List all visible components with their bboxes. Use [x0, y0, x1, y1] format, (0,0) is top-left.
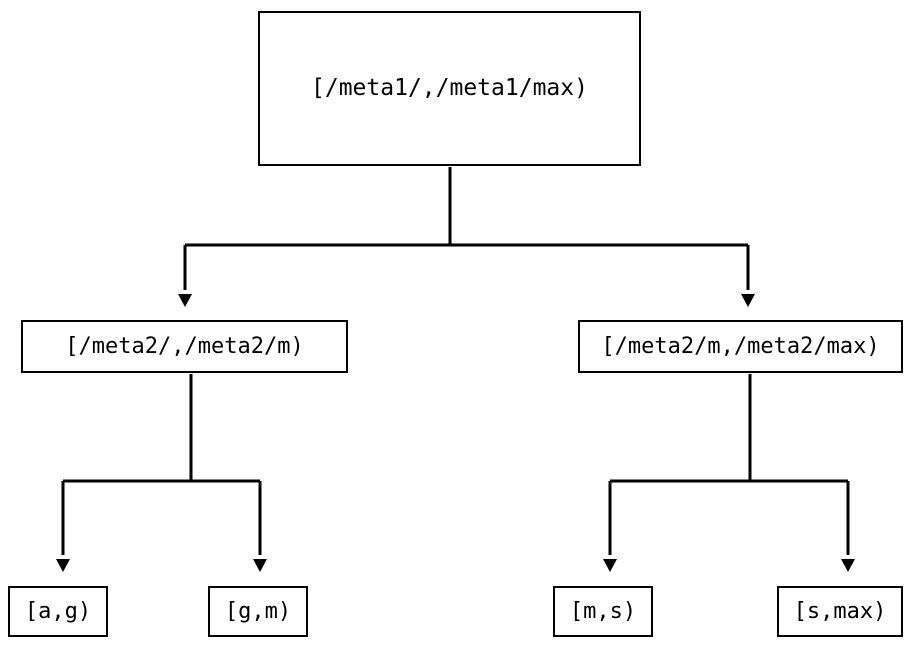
- tree-node-leaf-0[interactable]: [a,g): [8, 586, 108, 637]
- arrowhead-to-mid-left: [178, 294, 192, 307]
- tree-node-leaf-2[interactable]: [m,s): [553, 586, 653, 637]
- tree-node-leaf-3[interactable]: [s,max): [777, 586, 903, 637]
- tree-node-leaf-0-label: [a,g): [24, 598, 92, 624]
- arrowhead-to-leaf-1: [253, 559, 267, 572]
- tree-node-leaf-2-label: [m,s): [569, 598, 637, 624]
- tree-node-mid-left[interactable]: [/meta2/,/meta2/m): [21, 320, 348, 373]
- tree-node-leaf-3-label: [s,max): [793, 598, 887, 624]
- tree-node-mid-right-label: [/meta2/m,/meta2/max): [601, 333, 880, 359]
- tree-node-mid-left-label: [/meta2/,/meta2/m): [65, 333, 304, 359]
- arrowhead-to-mid-right: [741, 294, 755, 307]
- arrowhead-to-leaf-3: [841, 559, 855, 572]
- tree-node-leaf-1[interactable]: [g,m): [208, 586, 308, 637]
- tree-node-mid-right[interactable]: [/meta2/m,/meta2/max): [578, 320, 903, 373]
- tree-node-root[interactable]: [/meta1/,/meta1/max): [258, 11, 641, 166]
- arrowhead-to-leaf-2: [603, 559, 617, 572]
- arrowhead-to-leaf-0: [56, 559, 70, 572]
- tree-node-root-label: [/meta1/,/meta1/max): [311, 75, 588, 101]
- tree-node-leaf-1-label: [g,m): [224, 598, 292, 624]
